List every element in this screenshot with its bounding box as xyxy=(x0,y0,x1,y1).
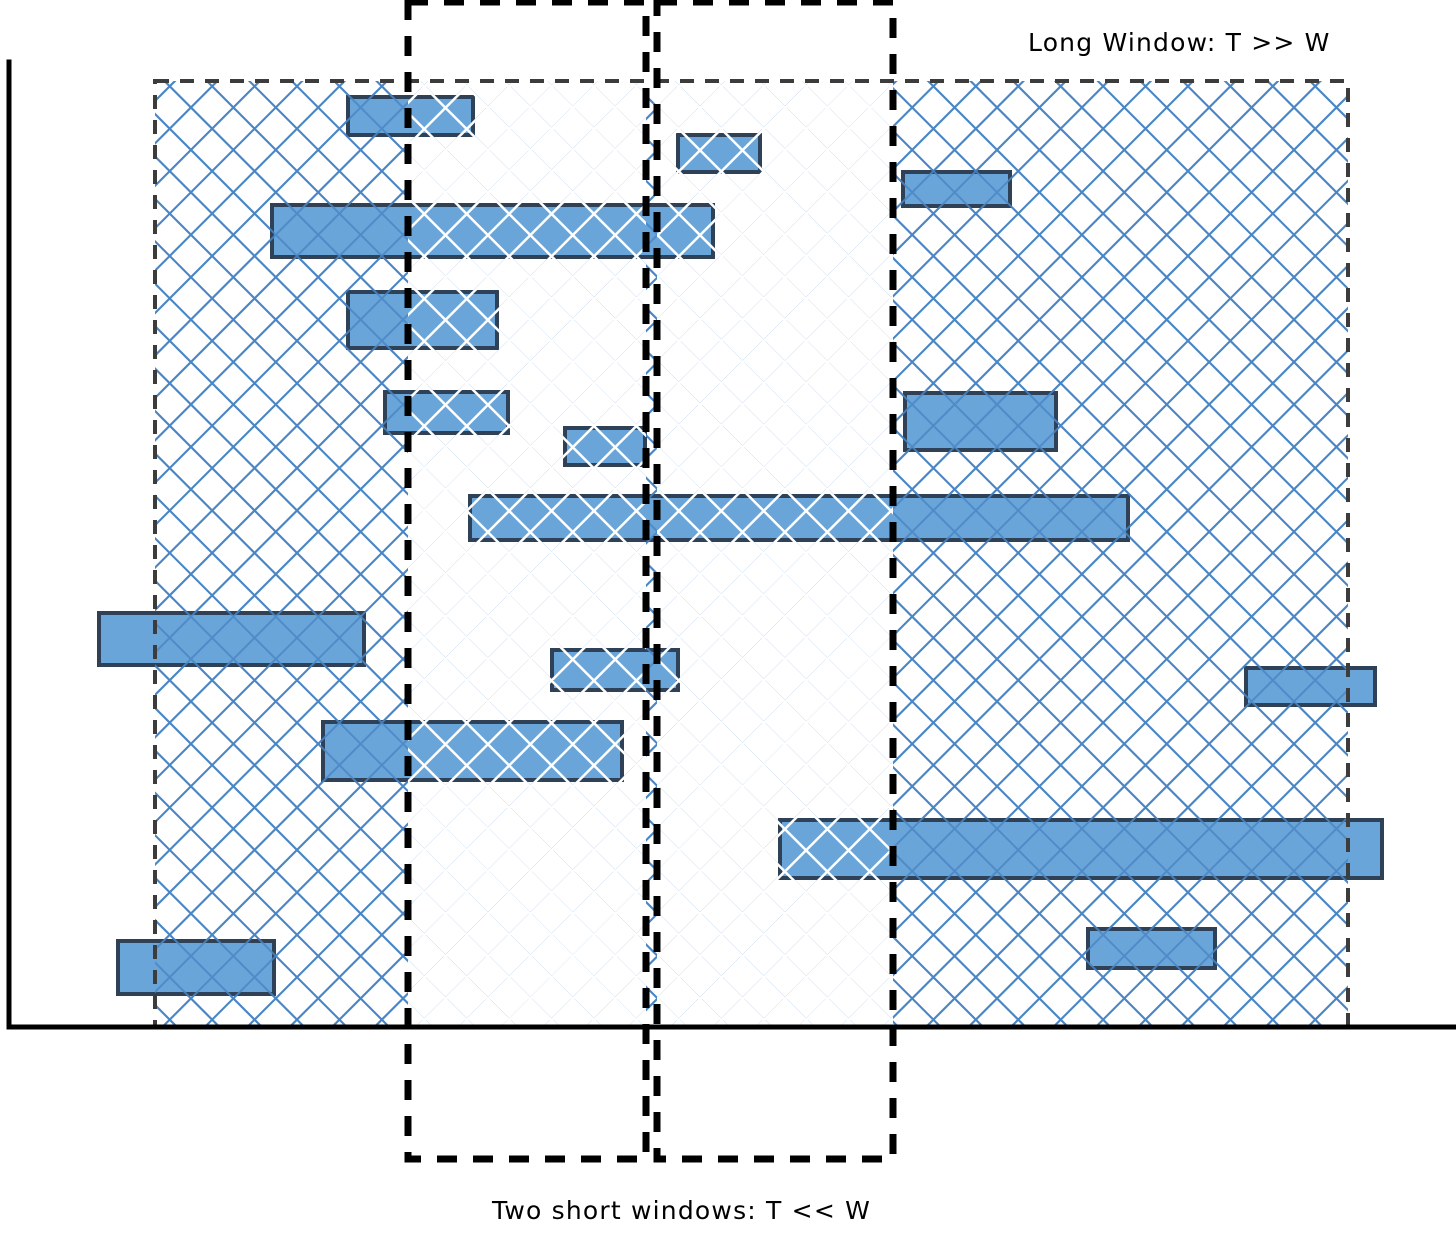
short-window-hatch xyxy=(657,81,893,1027)
short-window-outline xyxy=(653,0,897,1163)
axes xyxy=(6,59,1456,1030)
short-window-hatch xyxy=(408,81,646,1027)
long-window-label: Long Window: T >> W xyxy=(1028,28,1331,57)
short-windows-label: Two short windows: T << W xyxy=(492,1196,872,1225)
short-window-hatch-overlays xyxy=(408,81,893,1027)
short-window-outline xyxy=(404,0,650,1163)
